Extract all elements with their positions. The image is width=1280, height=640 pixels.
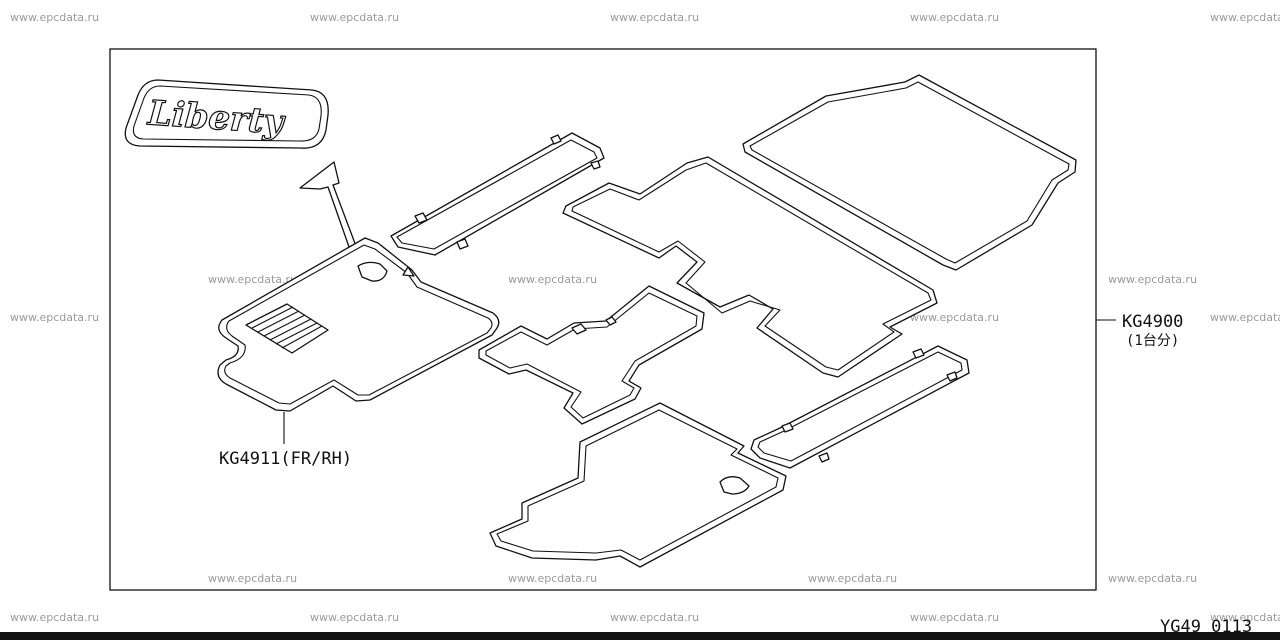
watermark: www.epcdata.ru (208, 273, 297, 286)
watermark: www.epcdata.ru (310, 11, 399, 24)
centre-tunnel-mat (478, 285, 705, 425)
label-set-note: (1台分) (1126, 333, 1179, 349)
watermark: www.epcdata.ru (610, 11, 699, 24)
watermark: www.epcdata.ru (310, 611, 399, 624)
watermark: www.epcdata.ru (1108, 273, 1197, 286)
watermark: www.epcdata.ru (1210, 11, 1280, 24)
logo-plate: Liberty (124, 79, 329, 149)
watermark: www.epcdata.ru (910, 11, 999, 24)
watermark: www.epcdata.ru (1210, 311, 1280, 324)
watermark: www.epcdata.ru (508, 572, 597, 585)
watermark: www.epcdata.ru (10, 11, 99, 24)
watermark: www.epcdata.ru (910, 611, 999, 624)
watermark: www.epcdata.ru (508, 273, 597, 286)
label-set: KG4900 (1122, 312, 1183, 332)
logo-text: Liberty (146, 93, 287, 143)
watermark: www.epcdata.ru (208, 572, 297, 585)
bottom-bar (0, 632, 1280, 640)
third-row-strip (750, 345, 970, 469)
watermark: www.epcdata.ru (1210, 611, 1280, 624)
rear-mat (489, 402, 787, 568)
cargo-mat (742, 74, 1077, 271)
label-front-rh: KG4911(FR/RH) (219, 449, 352, 469)
watermark: www.epcdata.ru (10, 611, 99, 624)
watermark: www.epcdata.ru (610, 611, 699, 624)
front-rh-mat (217, 237, 500, 412)
watermark: www.epcdata.ru (1108, 572, 1197, 585)
watermark: www.epcdata.ru (808, 572, 897, 585)
second-row-mat (562, 156, 938, 378)
watermark: www.epcdata.ru (10, 311, 99, 324)
front-lh-strip (390, 132, 605, 256)
watermark: www.epcdata.ru (910, 311, 999, 324)
